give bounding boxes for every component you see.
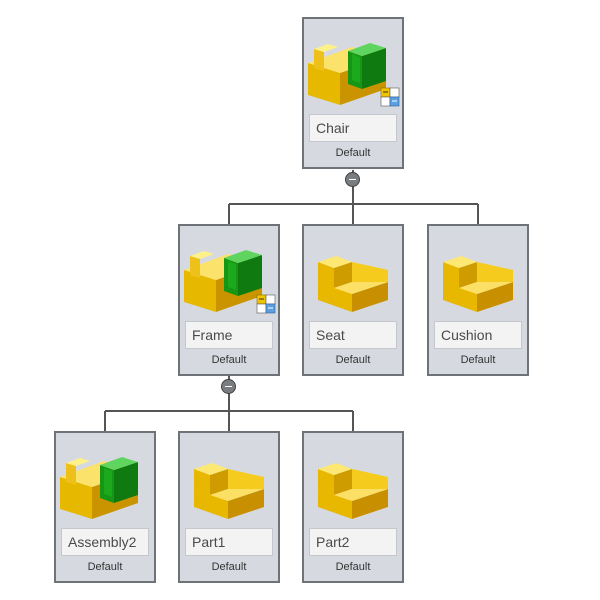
node-name-frame: Frame xyxy=(185,321,273,349)
part-icon xyxy=(308,232,398,316)
tree-node-chair[interactable]: Chair Default xyxy=(302,17,404,169)
part-icon xyxy=(308,439,398,523)
tree-node-seat[interactable]: Seat Default xyxy=(302,224,404,376)
node-config-part2: Default xyxy=(335,561,371,573)
node-name-part2: Part2 xyxy=(309,528,397,556)
assembly-icon xyxy=(184,232,274,316)
node-name-seat: Seat xyxy=(309,321,397,349)
subassembly-badge-icon xyxy=(380,87,400,107)
tree-node-cushion[interactable]: Cushion Default xyxy=(427,224,529,376)
assembly-icon xyxy=(60,439,150,523)
subassembly-badge-icon xyxy=(256,294,276,314)
part-icon xyxy=(184,439,274,523)
node-name-part1: Part1 xyxy=(185,528,273,556)
tree-node-part2[interactable]: Part2 Default xyxy=(302,431,404,583)
node-config-cushion: Default xyxy=(460,354,496,366)
node-config-assembly2: Default xyxy=(87,561,123,573)
node-name-cushion: Cushion xyxy=(434,321,522,349)
node-config-part1: Default xyxy=(211,561,247,573)
tree-node-frame[interactable]: Frame Default xyxy=(178,224,280,376)
collapse-toggle-icon[interactable] xyxy=(221,379,236,394)
tree-node-assembly2[interactable]: Assembly2 Default xyxy=(54,431,156,583)
node-config-frame: Default xyxy=(211,354,247,366)
part-icon xyxy=(433,232,523,316)
node-name-assembly2: Assembly2 xyxy=(61,528,149,556)
collapse-toggle-icon[interactable] xyxy=(345,172,360,187)
node-name-chair: Chair xyxy=(309,114,397,142)
node-config-chair: Default xyxy=(335,147,371,159)
assembly-icon xyxy=(308,25,398,109)
tree-node-part1[interactable]: Part1 Default xyxy=(178,431,280,583)
node-config-seat: Default xyxy=(335,354,371,366)
